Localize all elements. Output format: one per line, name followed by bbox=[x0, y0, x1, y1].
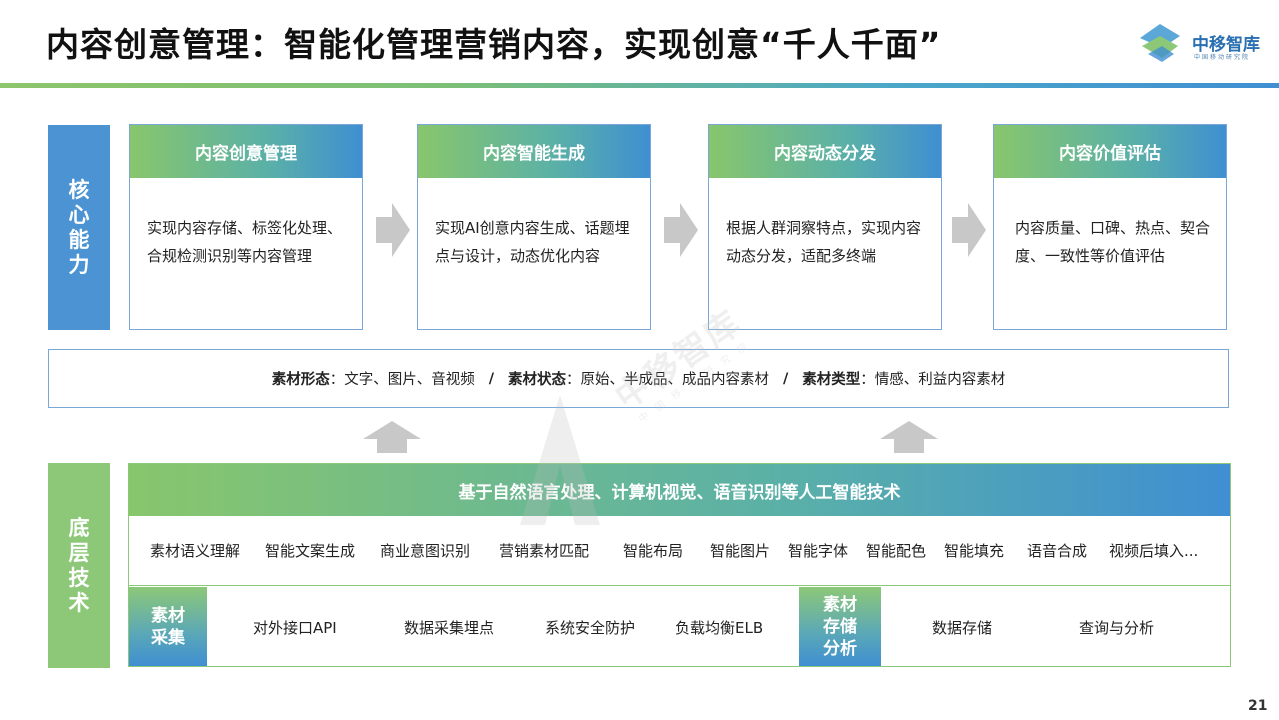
material-form-label: 素材形态 bbox=[271, 372, 330, 388]
card-body: 内容质量、口碑、热点、契合度、一致性等价值评估 bbox=[1015, 219, 1211, 265]
tech-item: 智能字体 bbox=[788, 542, 849, 560]
store-item: 数据存储 bbox=[932, 619, 993, 637]
page-title: 内容创意管理：智能化管理营销内容，实现创意“千人千面” bbox=[46, 25, 942, 64]
arrow-up-icon bbox=[880, 421, 938, 453]
page-number: 21 bbox=[1248, 698, 1268, 714]
logo-name: 中移智库 bbox=[1192, 35, 1260, 55]
logo-icon bbox=[1140, 24, 1180, 62]
card-title: 内容智能生成 bbox=[418, 125, 650, 178]
tech-item: 商业意图识别 bbox=[380, 542, 471, 560]
tech-header: 基于自然语言处理、计算机视觉、语音识别等人工智能技术 bbox=[129, 464, 1230, 516]
collect-item: 负载均衡ELB bbox=[675, 619, 764, 637]
material-state-label: 素材状态 bbox=[508, 372, 566, 388]
material-store-tag: 素材存储分析 bbox=[799, 587, 881, 666]
tech-item: 视频后填入... bbox=[1109, 542, 1199, 560]
tech-item: 智能布局 bbox=[623, 542, 684, 560]
collect-item: 数据采集埋点 bbox=[404, 619, 495, 637]
separator: / bbox=[488, 370, 494, 387]
tech-item: 素材语义理解 bbox=[150, 542, 241, 560]
tech-item: 语音合成 bbox=[1027, 542, 1088, 560]
material-collect-tag: 素材采集 bbox=[129, 587, 207, 666]
card-body: 根据人群洞察特点，实现内容动态分发，适配多终端 bbox=[726, 219, 922, 265]
arrow-right-icon bbox=[376, 203, 410, 257]
logo-subtitle: 中国移动研究院 bbox=[1194, 54, 1251, 61]
card-title: 内容价值评估 bbox=[994, 125, 1226, 178]
arrow-right-icon bbox=[952, 203, 986, 257]
title-divider bbox=[0, 83, 1279, 88]
material-store-tag-text: 素材存储分析 bbox=[823, 594, 857, 659]
material-info-box: 素材形态 ：文字、图片、音视频 / 素材状态 ：原始、半成品、成品内容素材 / … bbox=[48, 349, 1229, 408]
collect-item: 对外接口API bbox=[253, 619, 337, 637]
tech-item: 智能文案生成 bbox=[265, 542, 356, 560]
side-label-core-text: 核心能力 bbox=[68, 177, 90, 277]
collect-item: 系统安全防护 bbox=[545, 619, 636, 637]
material-type-label: 素材类型 bbox=[802, 372, 861, 388]
infrastructure-row: 素材采集 对外接口API 数据采集埋点 系统安全防护 负载均衡ELB 素材存储分… bbox=[129, 587, 1230, 666]
card-body: 实现内容存储、标签化处理、合规检测识别等内容管理 bbox=[147, 219, 343, 265]
store-item: 查询与分析 bbox=[1079, 619, 1155, 637]
arrow-up-icon bbox=[363, 421, 421, 453]
side-label-base: 底层技术 bbox=[48, 463, 110, 668]
tech-box: 基于自然语言处理、计算机视觉、语音识别等人工智能技术 素材语义理解 智能文案生成… bbox=[128, 463, 1231, 667]
tech-item: 营销素材匹配 bbox=[499, 542, 590, 560]
material-state-value: ：原始、半成品、成品内容素材 bbox=[566, 372, 769, 388]
card-content-distribution: 内容动态分发 根据人群洞察特点，实现内容动态分发，适配多终端 bbox=[708, 124, 942, 330]
tech-item: 智能图片 bbox=[710, 542, 771, 560]
side-label-core: 核心能力 bbox=[48, 125, 110, 330]
tech-item: 智能配色 bbox=[866, 542, 927, 560]
material-form-value: ：文字、图片、音视频 bbox=[329, 372, 475, 388]
material-type-value: ：情感、利益内容素材 bbox=[860, 372, 1006, 388]
card-content-generation: 内容智能生成 实现AI创意内容生成、话题埋点与设计，动态优化内容 bbox=[417, 124, 651, 330]
material-collect-tag-text: 素材采集 bbox=[151, 605, 185, 648]
card-body: 实现AI创意内容生成、话题埋点与设计，动态优化内容 bbox=[435, 219, 630, 265]
card-title: 内容动态分发 bbox=[709, 125, 941, 178]
tech-items-row: 素材语义理解 智能文案生成 商业意图识别 营销素材匹配 智能布局 智能图片 智能… bbox=[129, 516, 1230, 586]
card-title: 内容创意管理 bbox=[130, 125, 362, 178]
card-content-management: 内容创意管理 实现内容存储、标签化处理、合规检测识别等内容管理 bbox=[129, 124, 363, 330]
separator: / bbox=[783, 370, 789, 387]
tech-item: 智能填充 bbox=[944, 542, 1005, 560]
logo: 中移智库 中国移动研究院 bbox=[1136, 16, 1276, 68]
arrow-right-icon bbox=[664, 203, 698, 257]
card-content-evaluation: 内容价值评估 内容质量、口碑、热点、契合度、一致性等价值评估 bbox=[993, 124, 1227, 330]
side-label-base-text: 底层技术 bbox=[68, 515, 90, 615]
